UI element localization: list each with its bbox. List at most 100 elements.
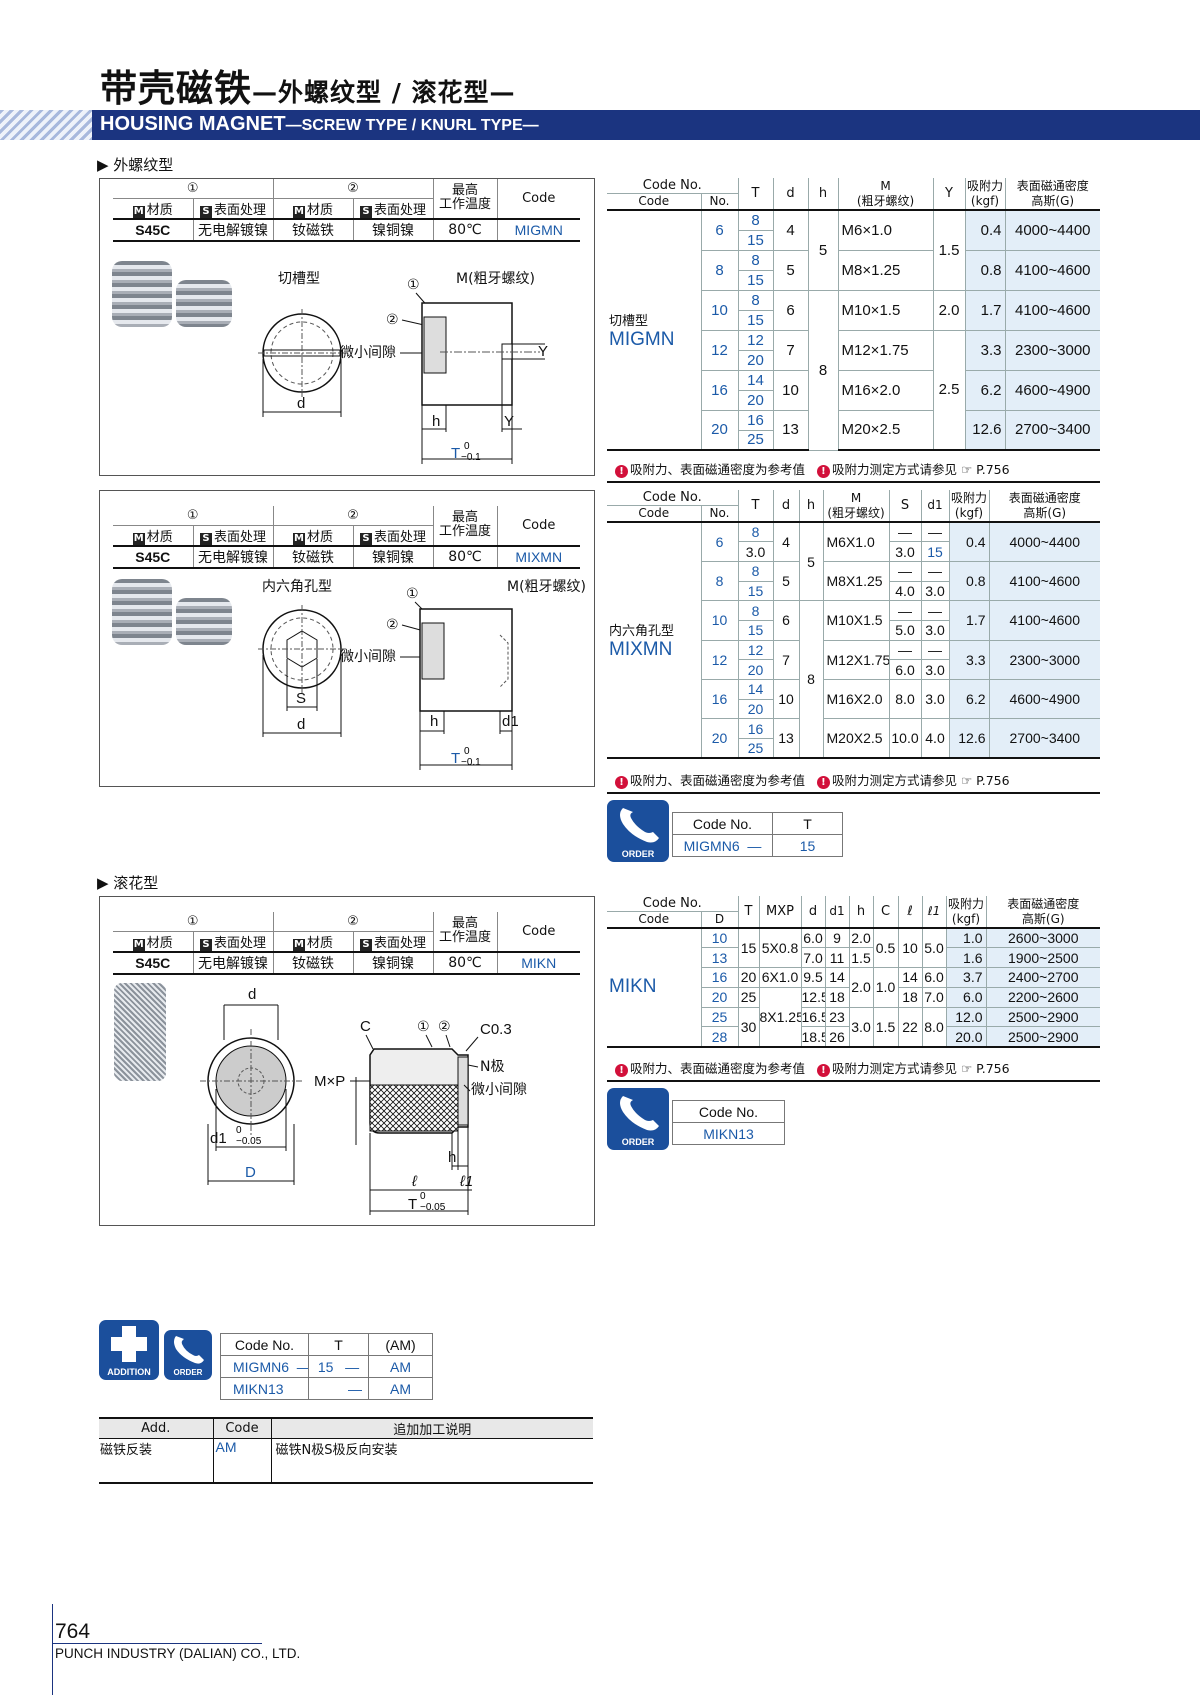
- svg-text:①: ①: [406, 586, 419, 602]
- phone-icon: [620, 808, 659, 843]
- page-subtitle: —外螺纹型 / 滚花型—: [252, 78, 516, 107]
- migmn-note: !吸附力、表面磁通密度为参考值 !吸附力测定方式请参见 ☞ P.756: [607, 457, 1100, 483]
- svg-text:d1: d1: [210, 1130, 227, 1147]
- svg-text:①: ①: [417, 1019, 430, 1035]
- hex-type-drawing: 内六角孔型 S d M(粗牙螺纹) ① ② 微小间隙 h d1 T 0 −0.1: [258, 579, 586, 770]
- product-photo-slot-large: [112, 261, 172, 327]
- surface-badge-icon: S: [359, 938, 372, 950]
- addition-icon: ADDITION: [99, 1320, 159, 1380]
- svg-text:d: d: [248, 986, 256, 1003]
- page-reference-link[interactable]: P.756: [976, 1061, 1010, 1076]
- material-badge-icon: M: [132, 205, 145, 217]
- exclamation-icon: !: [816, 776, 830, 789]
- order-example-table-2: Code No. MIKN13: [672, 1100, 785, 1145]
- svg-text:0: 0: [464, 746, 470, 757]
- footer-line: [52, 1643, 262, 1644]
- svg-text:M(粗牙螺纹): M(粗牙螺纹): [507, 579, 586, 595]
- mikn-label-code: MIKN: [609, 976, 657, 998]
- svg-text:D: D: [245, 1164, 256, 1181]
- svg-text:0: 0: [464, 441, 470, 452]
- order-icon: ORDER: [607, 1088, 669, 1150]
- plus-icon: [111, 1326, 147, 1362]
- svg-text:T: T: [408, 1196, 417, 1213]
- migmn-label-code: MIGMN: [609, 328, 675, 350]
- page-number: 764: [55, 1620, 91, 1643]
- svg-text:0: 0: [420, 1191, 426, 1202]
- material-badge-icon: M: [292, 938, 305, 950]
- surface-badge-icon: S: [199, 938, 212, 950]
- product-photo-hex-large: [112, 579, 172, 645]
- exclamation-icon: !: [615, 465, 628, 478]
- svg-text:h: h: [432, 413, 440, 430]
- svg-text:T: T: [451, 445, 460, 462]
- mixmn-note: !吸附力、表面磁通密度为参考值 !吸附力测定方式请参见 ☞ P.756: [607, 768, 1100, 794]
- product-photo-slot-small: [176, 280, 232, 327]
- surface-badge-icon: S: [359, 532, 372, 544]
- exclamation-icon: !: [615, 776, 628, 789]
- migmn-code: MIGMN: [496, 218, 580, 242]
- surface-badge-icon: S: [199, 532, 212, 544]
- title-band: [92, 110, 1200, 140]
- svg-text:切槽型: 切槽型: [278, 271, 320, 287]
- svg-text:微小间隙: 微小间隙: [340, 345, 396, 361]
- pointing-hand-icon: ☞: [960, 462, 973, 477]
- material-badge-icon: M: [132, 938, 145, 950]
- exclamation-icon: !: [816, 465, 830, 478]
- svg-text:S: S: [296, 690, 306, 707]
- order-example-table: Code No.T MIGMN6 —15: [672, 812, 843, 857]
- svg-text:②: ②: [386, 312, 399, 328]
- page-reference-link[interactable]: P.756: [976, 462, 1010, 477]
- svg-text:Y: Y: [538, 343, 548, 360]
- svg-text:−0.1: −0.1: [461, 452, 481, 463]
- svg-text:d1: d1: [502, 713, 519, 730]
- footer-rule: [52, 1604, 53, 1695]
- exclamation-icon: !: [816, 1064, 830, 1077]
- pointing-hand-icon: ☞: [960, 1061, 973, 1076]
- company-name: PUNCH INDUSTRY (DALIAN) CO., LTD.: [55, 1646, 301, 1661]
- svg-text:Y: Y: [504, 413, 514, 430]
- svg-text:0: 0: [236, 1125, 242, 1136]
- svg-text:微小间隙: 微小间隙: [471, 1082, 527, 1098]
- knurl-type-drawing: d d1 0 −0.05 D C ① ② C0.3 M×P N极 微小间隙 h …: [200, 986, 527, 1215]
- addition-example-table: Code No.T(AM) MIGMN6 —15 —AM MIKN13—AM: [220, 1333, 433, 1400]
- material-badge-icon: M: [292, 205, 305, 217]
- surface-badge-icon: S: [199, 205, 212, 217]
- page-title: 带壳磁铁—外螺纹型 / 滚花型—: [100, 67, 516, 110]
- svg-text:内六角孔型: 内六角孔型: [262, 579, 332, 595]
- svg-text:−0.1: −0.1: [461, 757, 481, 768]
- pointing-hand-icon: ☞: [960, 773, 973, 788]
- svg-text:d: d: [297, 395, 305, 412]
- svg-text:−0.05: −0.05: [420, 1202, 446, 1213]
- phone-icon: [174, 1336, 204, 1364]
- svg-text:T: T: [451, 750, 460, 767]
- material-badge-icon: M: [292, 532, 305, 544]
- svg-text:C0.3: C0.3: [480, 1021, 512, 1038]
- exclamation-icon: !: [615, 1064, 628, 1077]
- svg-text:h: h: [448, 1149, 456, 1166]
- mixmn-code: MIXMN: [496, 545, 580, 569]
- page-reference-link[interactable]: P.756: [976, 773, 1010, 788]
- svg-text:微小间隙: 微小间隙: [340, 649, 396, 665]
- surface-badge-icon: S: [359, 205, 372, 217]
- section-knurl-type: ▶ 滚花型: [97, 874, 159, 892]
- section-screw-type: ▶ 外螺纹型: [97, 156, 174, 174]
- svg-text:h: h: [430, 713, 438, 730]
- svg-text:②: ②: [438, 1019, 451, 1035]
- svg-text:ℓ1: ℓ1: [459, 1173, 473, 1190]
- slot-type-drawing: 切槽型 d M(粗牙螺纹) ① ② 微小间隙 Y h Y T 0 −0.1: [258, 271, 548, 464]
- material-badge-icon: M: [132, 532, 145, 544]
- svg-text:d: d: [297, 716, 305, 733]
- product-photo-knurl: [114, 983, 166, 1081]
- mikn-note: !吸附力、表面磁通密度为参考值 !吸附力测定方式请参见 ☞ P.756: [607, 1056, 1100, 1082]
- english-subtitle: —SCREW TYPE / KNURL TYPE—: [285, 117, 539, 134]
- english-title: HOUSING MAGNET—SCREW TYPE / KNURL TYPE—: [100, 113, 539, 135]
- svg-text:①: ①: [407, 277, 420, 293]
- svg-text:M(粗牙螺纹): M(粗牙螺纹): [456, 271, 535, 287]
